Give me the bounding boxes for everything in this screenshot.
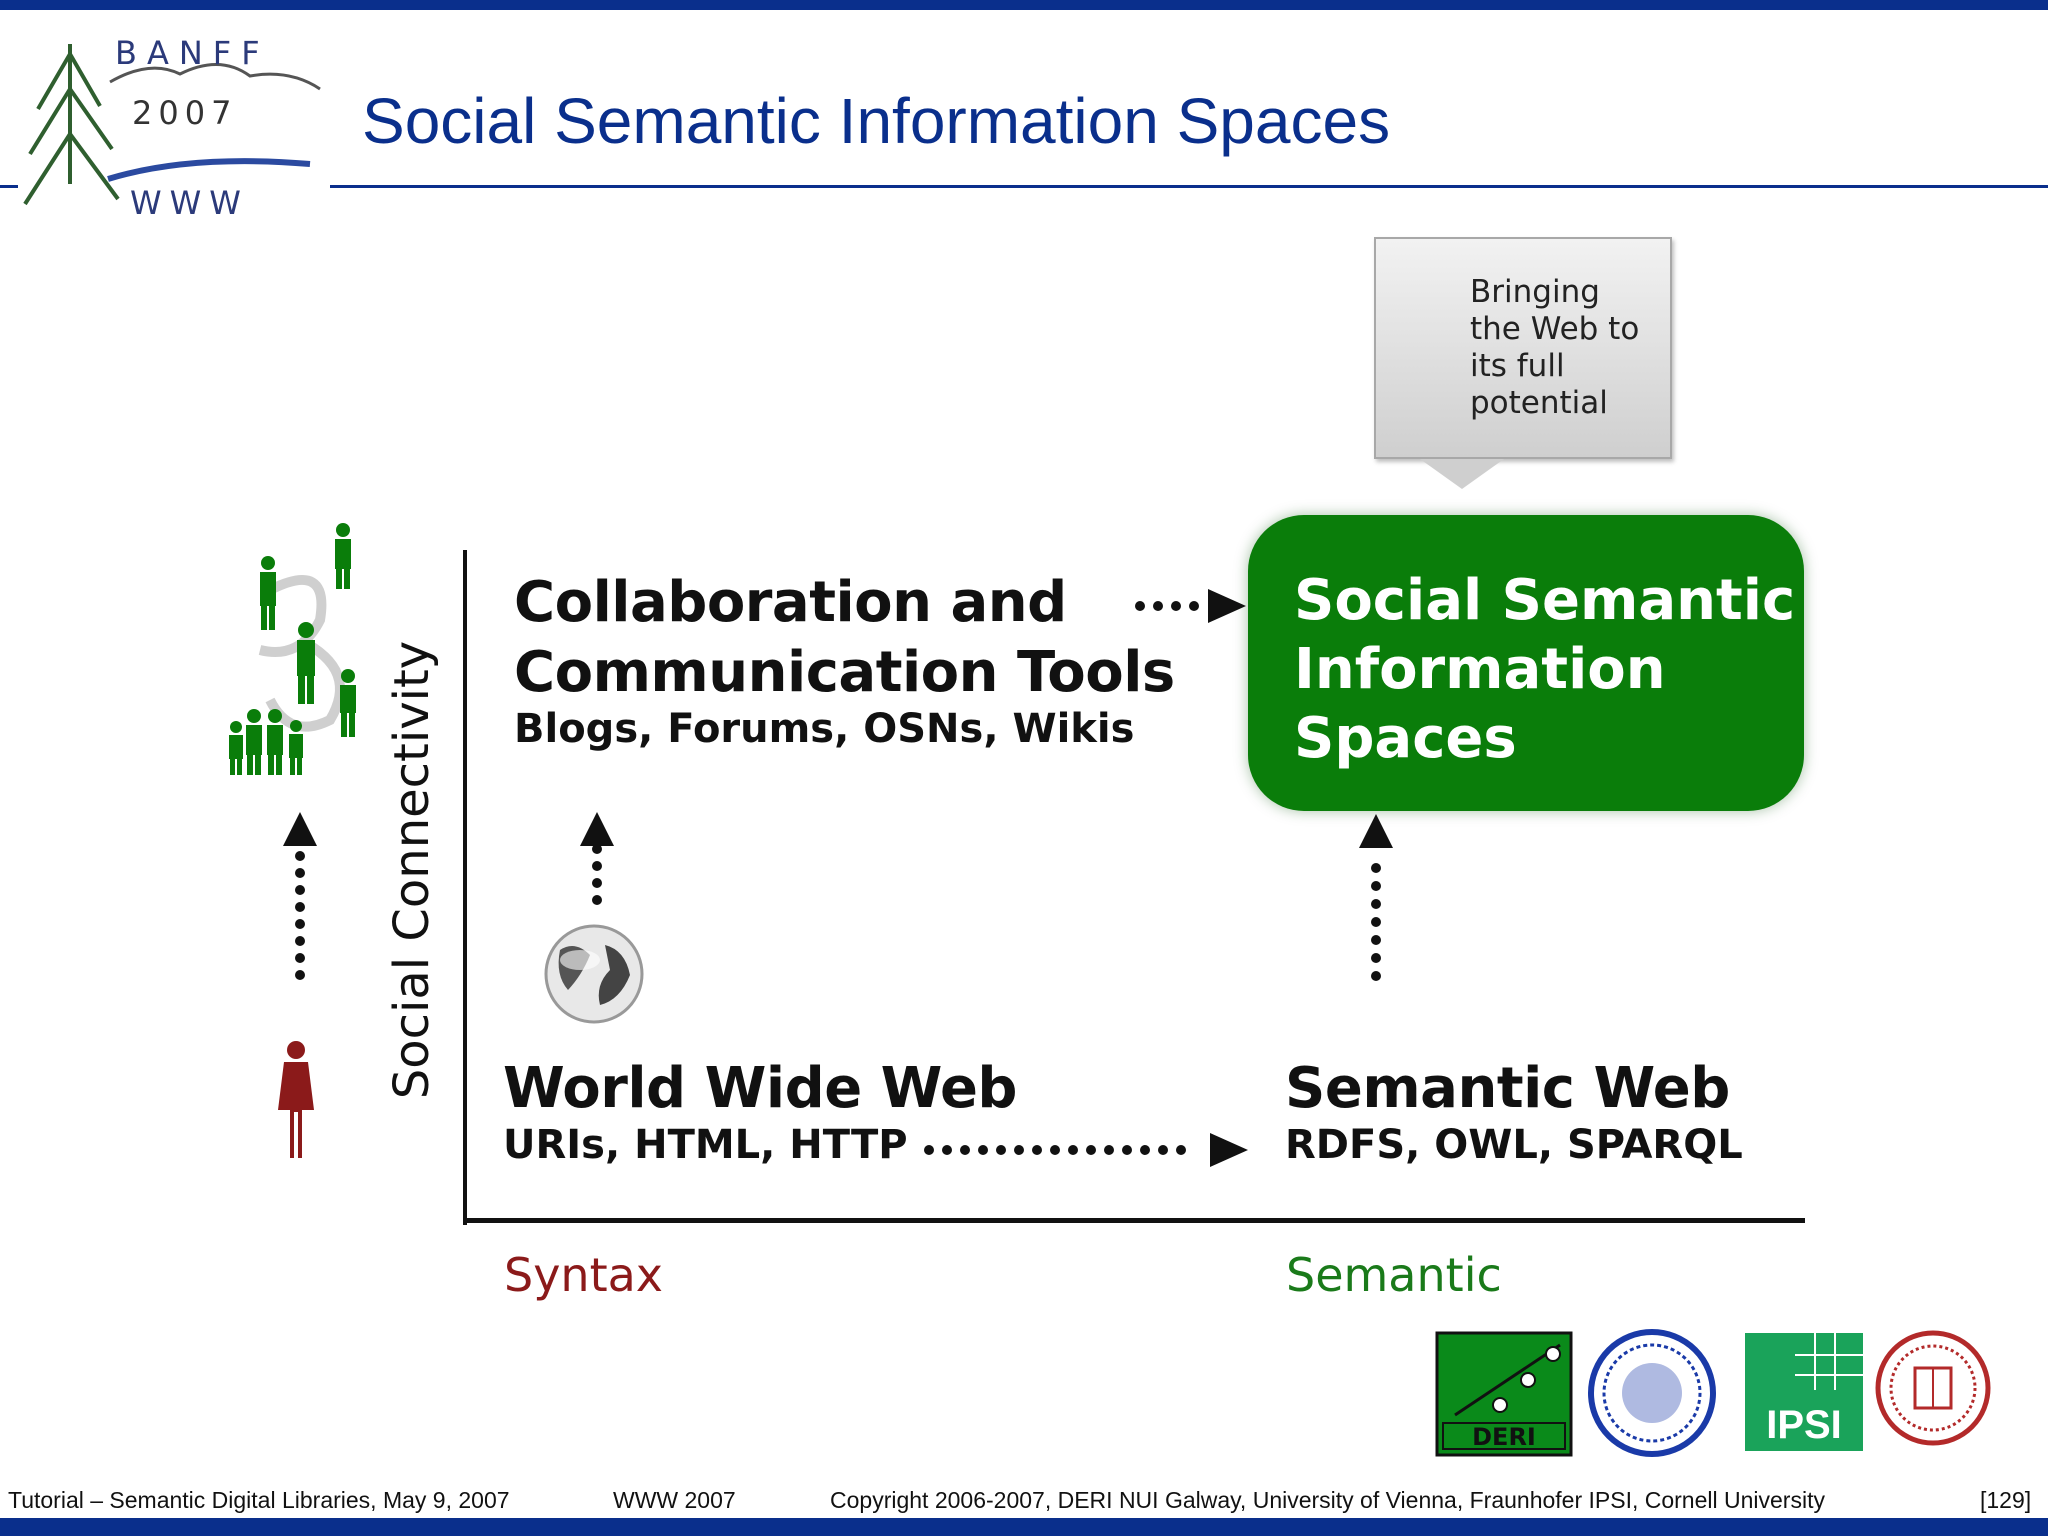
bottom-bar xyxy=(0,1518,2048,1536)
syntax-label: Syntax xyxy=(504,1248,664,1302)
ssis-box-label: Social Semantic Information Spaces xyxy=(1294,568,1796,771)
ssis-box xyxy=(1248,515,1804,811)
title-divider-left xyxy=(0,185,18,188)
collab-heading-line1: Collaboration and xyxy=(514,570,1067,635)
globe-icon xyxy=(544,924,644,1024)
ipsi-logo: IPSI xyxy=(1745,1333,1863,1451)
tree-icon xyxy=(23,44,120,206)
social-network-icon xyxy=(229,523,356,775)
title-divider xyxy=(330,185,2048,188)
www-heading: World Wide Web xyxy=(503,1056,1018,1121)
callout-pointer xyxy=(1420,459,1504,489)
x-axis xyxy=(463,1218,1805,1223)
single-person-icon xyxy=(278,1041,314,1158)
page-title: Social Semantic Information Spaces xyxy=(362,85,1391,157)
dotted-arrow-up-globe xyxy=(580,812,614,905)
dotted-arrow-up-right xyxy=(1359,814,1393,981)
dotted-arrow-right-bottom xyxy=(924,1133,1248,1167)
footer-conference: WWW 2007 xyxy=(613,1487,736,1513)
dotted-arrow-right-top xyxy=(1135,589,1246,623)
footer-tutorial: Tutorial – Semantic Digital Libraries, M… xyxy=(8,1487,510,1513)
logo-www-text: WWW xyxy=(130,184,249,222)
ipsi-logo-text: IPSI xyxy=(1766,1403,1842,1447)
callout-text: Bringing the Web to its full potential xyxy=(1470,274,1640,421)
semantic-label: Semantic xyxy=(1286,1248,1502,1302)
top-bar xyxy=(0,0,2048,10)
www-subtitle: URIs, HTML, HTTP xyxy=(503,1122,908,1168)
semweb-heading: Semantic Web xyxy=(1285,1056,1730,1121)
river-line-icon xyxy=(107,158,311,182)
cornell-seal-icon xyxy=(1875,1330,1991,1446)
university-vienna-seal-icon xyxy=(1588,1329,1716,1457)
semweb-subtitle: RDFS, OWL, SPARQL xyxy=(1285,1122,1743,1168)
logo-banff-text: BANFF xyxy=(115,34,270,72)
deri-logo: DERI xyxy=(1435,1331,1573,1457)
footer-copyright: Copyright 2006-2007, DERI NUI Galway, Un… xyxy=(830,1487,1825,1513)
banff-www2007-logo: BANFF 2007 WWW xyxy=(23,34,321,222)
mountain-line-icon xyxy=(109,63,321,91)
footer-page-number: [129] xyxy=(1980,1487,2032,1513)
collab-heading-line2: Communication Tools xyxy=(514,640,1175,705)
logo-year-text: 2007 xyxy=(132,94,237,132)
y-axis xyxy=(463,550,467,1225)
collab-subtitle: Blogs, Forums, OSNs, Wikis xyxy=(514,706,1135,752)
callout-box xyxy=(1374,237,1672,459)
deri-logo-text: DERI xyxy=(1472,1423,1536,1451)
dotted-arrow-up-left xyxy=(283,812,317,980)
